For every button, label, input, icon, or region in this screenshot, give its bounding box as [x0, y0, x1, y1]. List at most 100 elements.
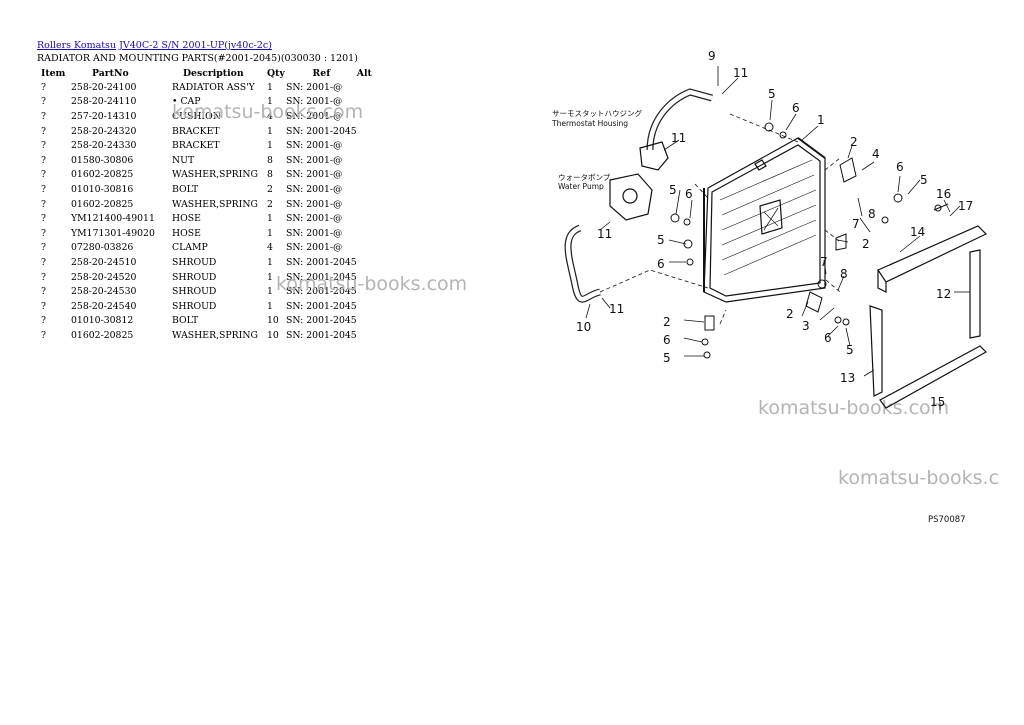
cell-item: ? — [41, 154, 46, 166]
cell-description: WASHER,SPRING — [172, 169, 258, 181]
cell-partno: 258-20-24520 — [71, 271, 137, 283]
callout-3: 3 — [802, 319, 810, 333]
cell-partno: 01010-30816 — [71, 183, 134, 195]
callout-7: 7 — [852, 217, 860, 231]
callout-6: 6 — [663, 333, 671, 347]
cell-item: ? — [41, 96, 46, 108]
callout-12: 12 — [936, 287, 951, 301]
cell-alt — [357, 328, 377, 343]
cell-ref: SN: 2001-@ — [286, 242, 343, 254]
cell-alt — [357, 153, 377, 168]
cell-ref: SN: 2001-2045 — [286, 286, 357, 298]
callout-11: 11 — [597, 227, 612, 241]
cell-description: BOLT — [172, 183, 199, 195]
cell-ref: SN: 2001-2045 — [286, 271, 357, 283]
callout-7: 7 — [820, 255, 828, 269]
callout-5: 5 — [768, 87, 776, 101]
cell-partno: 01602-20825 — [71, 169, 134, 181]
col-qty: Qty — [267, 67, 285, 79]
callout-8: 8 — [840, 267, 848, 281]
cell-partno: 01010-30812 — [71, 315, 134, 327]
breadcrumb-link-model[interactable]: JV40C-2 S/N 2001-UP(jv40c-2c) — [119, 40, 272, 51]
cell-qty: 2 — [267, 183, 273, 195]
callout-10: 10 — [576, 320, 591, 334]
cell-alt — [357, 255, 377, 270]
cell-partno: 07280-03826 — [71, 242, 134, 254]
radiator-exploded-diagram: 9 11 5 6 1 11 2 4 6 5 5 6 8 7 16 17 14 1… — [551, 49, 988, 525]
cell-ref: SN: 2001-@ — [286, 169, 343, 181]
cell-partno: 258-20-24510 — [71, 256, 137, 268]
cell-qty: 1 — [267, 213, 273, 225]
cell-item: ? — [41, 169, 46, 181]
cell-alt — [357, 109, 377, 124]
cell-description: SHROUD — [172, 300, 217, 312]
cell-qty: 10 — [267, 315, 279, 327]
cell-description: BRACKET — [172, 140, 220, 152]
cell-partno: 258-20-24320 — [71, 125, 137, 137]
cell-ref: SN: 2001-2045 — [286, 329, 357, 341]
cell-ref: SN: 2001-2045 — [286, 256, 357, 268]
cell-partno: 01602-20825 — [71, 198, 134, 210]
cell-item: ? — [41, 271, 46, 283]
cell-qty: 10 — [267, 329, 279, 341]
callout-2: 2 — [862, 237, 870, 251]
col-item: Item — [41, 67, 66, 79]
cell-description: HOSE — [172, 213, 201, 225]
cell-qty: 1 — [267, 286, 273, 298]
callout-5: 5 — [657, 233, 665, 247]
cell-alt — [357, 138, 377, 153]
cell-alt — [357, 241, 377, 256]
cell-item: ? — [41, 140, 46, 152]
cell-item: ? — [41, 183, 46, 195]
cell-alt — [357, 299, 377, 314]
page-subtitle: RADIATOR AND MOUNTING PARTS(#2001-2045)(… — [37, 53, 358, 64]
cell-qty: 2 — [267, 198, 273, 210]
callout-2: 2 — [786, 307, 794, 321]
cell-item: ? — [41, 300, 46, 312]
cell-alt — [357, 270, 377, 285]
cell-description: CUSHION — [172, 110, 221, 122]
callout-5: 5 — [846, 343, 854, 357]
diagram-linework — [564, 66, 988, 410]
cell-description: BOLT — [172, 315, 199, 327]
cell-description: BRACKET — [172, 125, 220, 137]
cell-qty: 1 — [267, 140, 273, 152]
callout-6: 6 — [657, 257, 665, 271]
cell-qty: 8 — [267, 154, 273, 166]
cell-alt — [357, 168, 377, 183]
cell-item: ? — [41, 227, 46, 239]
thermostat-label-jp: サーモスタットハウジング — [552, 108, 642, 118]
callout-1: 1 — [817, 113, 825, 127]
cell-ref: SN: 2001-2045 — [286, 315, 357, 327]
cell-ref: SN: 2001-@ — [286, 213, 343, 225]
cell-partno: 258-20-24100 — [71, 81, 137, 93]
cell-description: SHROUD — [172, 286, 217, 298]
breadcrumb-link-rollers[interactable]: Rollers Komatsu — [37, 40, 117, 51]
callout-15: 15 — [930, 395, 945, 409]
cell-item: ? — [41, 242, 46, 254]
cell-item: ? — [41, 198, 46, 210]
table-header-row: Item PartNo Description Qty Ref Alt — [37, 66, 377, 80]
callout-11: 11 — [733, 66, 748, 80]
cell-alt — [357, 211, 377, 226]
cell-description: • CAP — [172, 96, 201, 108]
cell-qty: 1 — [267, 300, 273, 312]
cell-partno: 01580-30806 — [71, 154, 134, 166]
cell-ref: SN: 2001-@ — [286, 198, 343, 210]
cell-alt — [357, 284, 377, 299]
cell-partno: 257-20-14310 — [71, 110, 137, 122]
callout-6: 6 — [896, 160, 904, 174]
cell-description: SHROUD — [172, 271, 217, 283]
callout-5: 5 — [663, 351, 671, 365]
cell-ref: SN: 2001-@ — [286, 81, 343, 93]
